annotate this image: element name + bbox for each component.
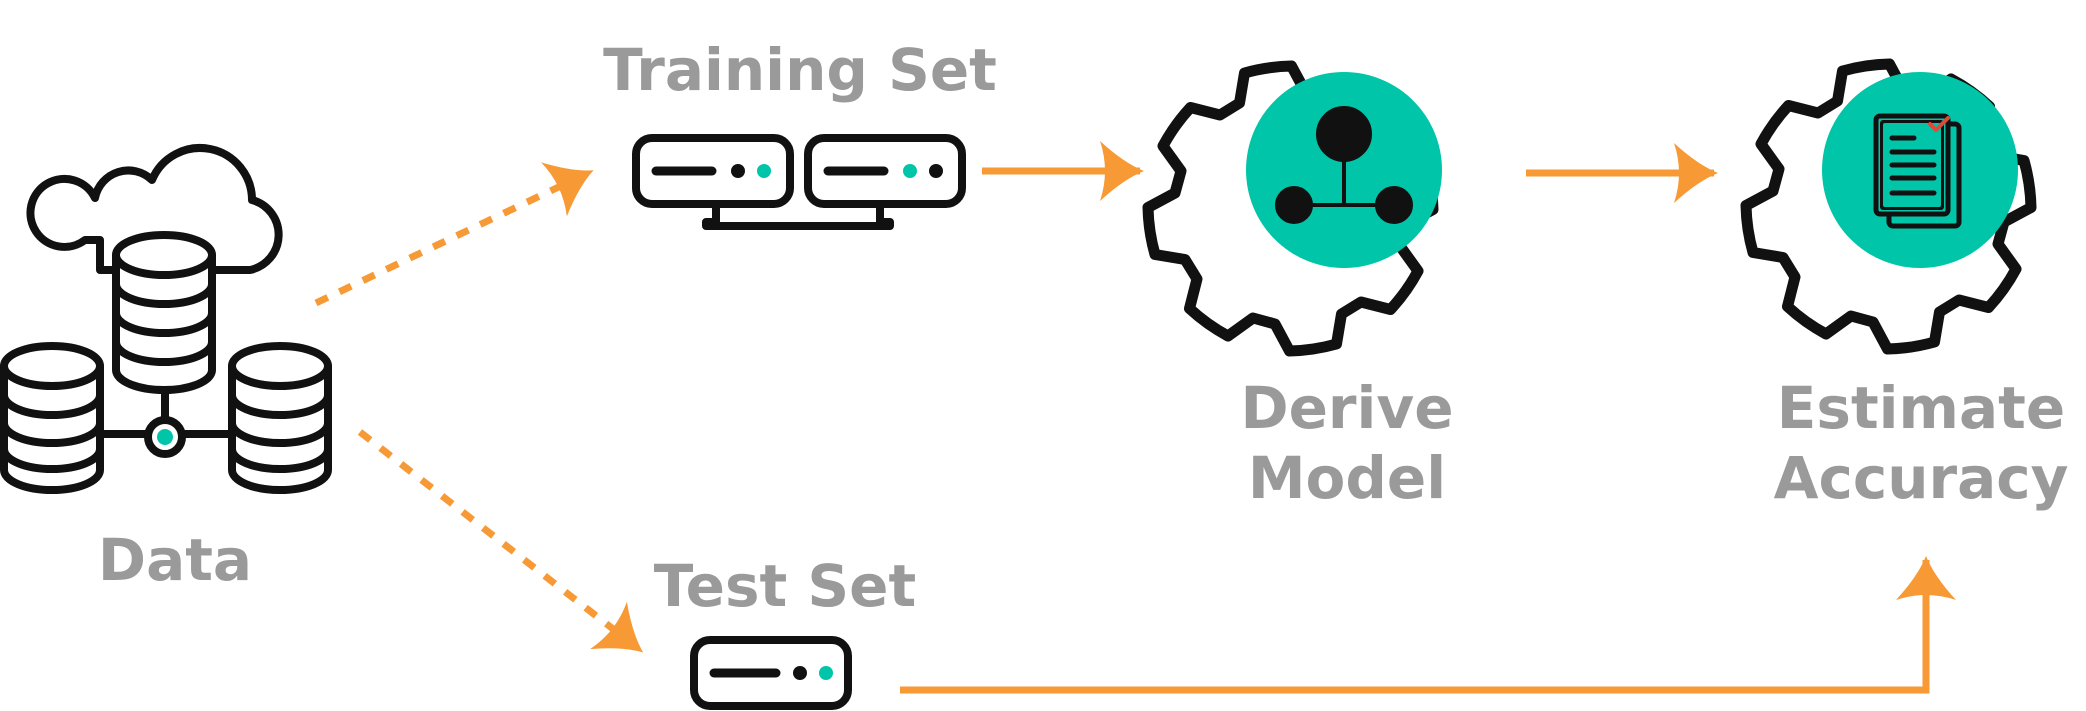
data-label: Data: [98, 526, 252, 594]
derive-model-label-line1: Derive: [1240, 374, 1453, 442]
arrow-test-to-accuracy: [900, 556, 1956, 694]
database-cloud-icon: [0, 144, 332, 494]
estimate-accuracy-label-line1: Estimate: [1777, 374, 2065, 442]
server-rack-icon: [690, 636, 852, 710]
arrow-data-to-test: [357, 429, 644, 653]
gear-icon: [1740, 58, 2037, 355]
arrow-data-to-training: [314, 162, 594, 307]
network-graph-icon: [1275, 106, 1413, 224]
server-rack-icon: [632, 134, 966, 230]
estimate-accuracy-label-line2: Accuracy: [1774, 444, 2069, 512]
document-check-icon: [1873, 113, 1962, 229]
training-set-label: Training Set: [603, 36, 997, 104]
gear-icon: [1142, 60, 1442, 357]
test-set-label: Test Set: [654, 552, 916, 620]
derive-model-label-line2: Model: [1248, 444, 1446, 512]
